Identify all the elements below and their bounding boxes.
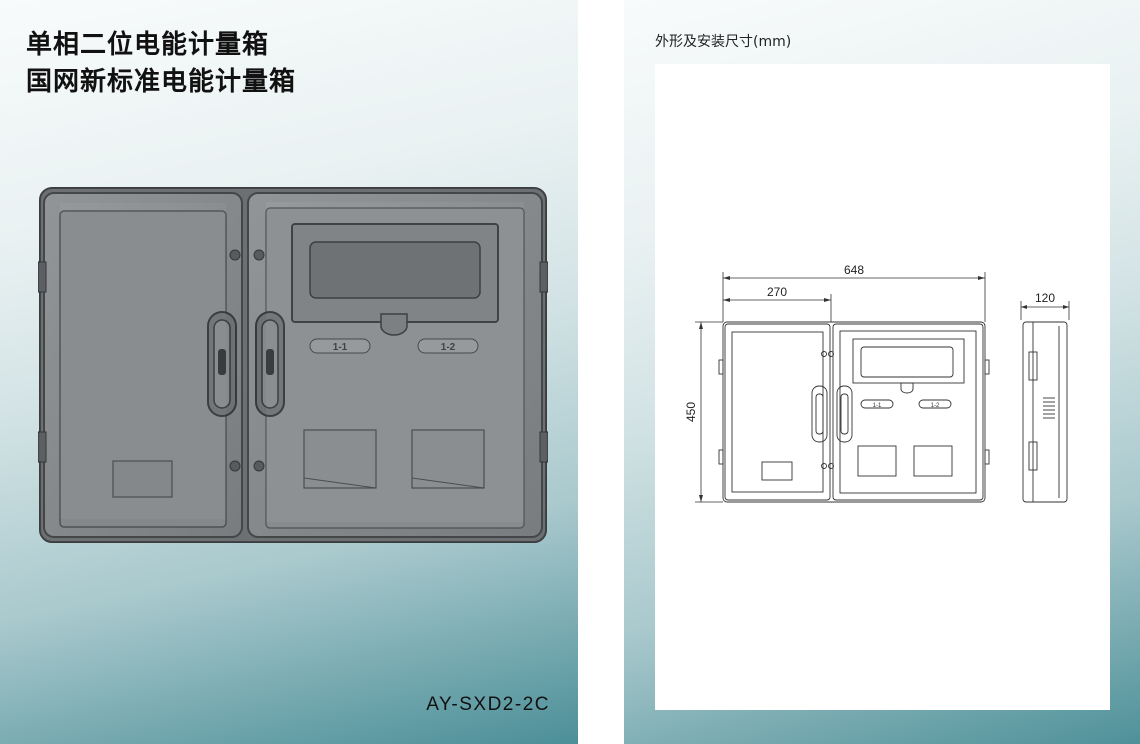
drawing-sheet: 648 270 450 120 bbox=[655, 64, 1110, 710]
meter-label-1-1: 1-1 bbox=[333, 342, 348, 353]
dimension-drawing: 648 270 450 120 bbox=[684, 263, 1070, 503]
title-line-1: 单相二位电能计量箱 bbox=[26, 30, 270, 60]
model-number: AY-SXD2-2C bbox=[426, 694, 550, 715]
meter-box-photo: 1-1 1-2 bbox=[38, 187, 548, 543]
drawing-meter-label-1-2: 1-2 bbox=[931, 403, 940, 409]
dimensions-page: 外形及安装尺寸(mm) bbox=[624, 0, 1140, 744]
dim-120: 120 bbox=[1035, 291, 1055, 305]
side-view bbox=[1022, 321, 1068, 503]
front-view bbox=[718, 321, 990, 503]
product-page: 单相二位电能计量箱 国网新标准电能计量箱 1-1 1-2 bbox=[0, 0, 578, 744]
meter-label-1-2: 1-2 bbox=[441, 342, 456, 353]
dim-450: 450 bbox=[684, 402, 698, 422]
title-line-2: 国网新标准电能计量箱 bbox=[26, 67, 297, 97]
dim-270: 270 bbox=[767, 285, 787, 299]
dim-648: 648 bbox=[844, 263, 864, 277]
dimensions-heading: 外形及安装尺寸(mm) bbox=[655, 34, 792, 50]
meter-box-reflection bbox=[40, 188, 546, 542]
drawing-meter-label-1-1: 1-1 bbox=[873, 403, 882, 409]
